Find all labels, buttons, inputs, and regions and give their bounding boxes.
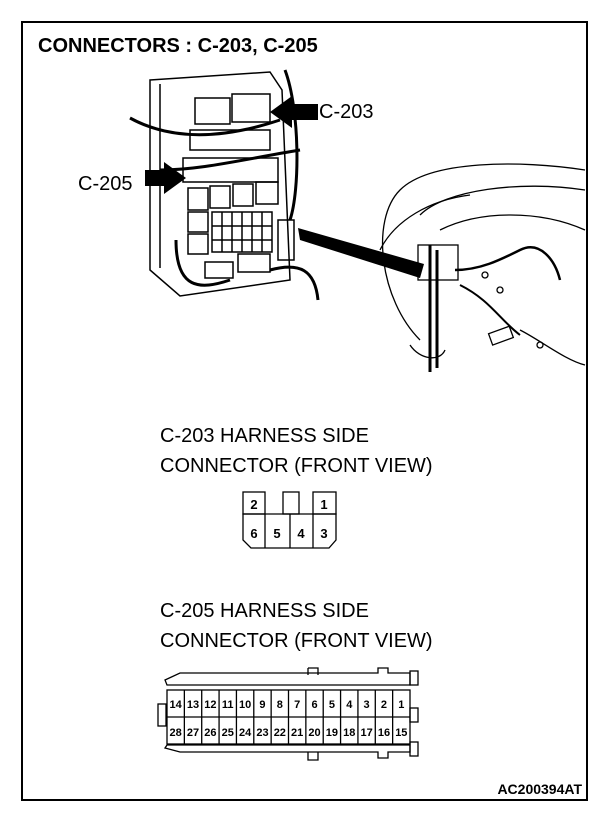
c203-pin: 4 bbox=[297, 526, 305, 541]
c205-pin: 22 bbox=[274, 727, 286, 739]
c205-pin: 14 bbox=[170, 699, 183, 711]
c205-pin: 26 bbox=[204, 727, 216, 739]
c205-pin: 12 bbox=[204, 699, 216, 711]
c205-pin: 27 bbox=[187, 727, 199, 739]
c205-pin: 8 bbox=[277, 699, 283, 711]
c205-pin: 1 bbox=[398, 699, 404, 711]
frame bbox=[21, 21, 588, 801]
c205-pin: 20 bbox=[308, 727, 320, 739]
leader-wedge bbox=[298, 228, 424, 278]
arrow-c205-icon bbox=[145, 162, 186, 194]
c205-pin: 21 bbox=[291, 727, 303, 739]
c205-pin: 28 bbox=[170, 727, 182, 739]
c205-pin: 15 bbox=[395, 727, 407, 739]
c205-pin: 13 bbox=[187, 699, 199, 711]
c205-pin: 16 bbox=[378, 727, 390, 739]
c205-pin: 25 bbox=[222, 727, 234, 739]
c205-pin-labels: 1428132712261125102492382272162051941831… bbox=[170, 699, 408, 739]
c205-heading-line1: C-205 HARNESS SIDE bbox=[160, 600, 369, 622]
c205-pin: 23 bbox=[256, 727, 268, 739]
c203-pin: 1 bbox=[320, 497, 327, 512]
c205-pin: 3 bbox=[364, 699, 370, 711]
c205-pin: 24 bbox=[239, 727, 252, 739]
figure-code: AC200394AT bbox=[497, 781, 582, 797]
arrow-c203-icon bbox=[270, 96, 318, 128]
c203-pin: 6 bbox=[250, 526, 257, 541]
c205-pin: 6 bbox=[311, 699, 317, 711]
c205-pin: 17 bbox=[360, 727, 372, 739]
c203-heading-line1: C-203 HARNESS SIDE bbox=[160, 425, 369, 447]
c205-pin: 18 bbox=[343, 727, 355, 739]
dashboard-illustration bbox=[379, 163, 586, 372]
c205-pin: 11 bbox=[222, 699, 234, 711]
c205-pin: 9 bbox=[259, 699, 265, 711]
c205-pin: 10 bbox=[239, 699, 251, 711]
c205-connector bbox=[157, 667, 419, 761]
c205-heading-line2: CONNECTOR (FRONT VIEW) bbox=[160, 630, 433, 652]
c203-heading-line2: CONNECTOR (FRONT VIEW) bbox=[160, 455, 433, 477]
c205-pin: 2 bbox=[381, 699, 387, 711]
c205-pin: 7 bbox=[294, 699, 300, 711]
label-c203: C-203 bbox=[319, 101, 373, 123]
c205-pin: 19 bbox=[326, 727, 338, 739]
c203-pin: 2 bbox=[250, 497, 257, 512]
c205-pin: 5 bbox=[329, 699, 335, 711]
title: CONNECTORS : C-203, C-205 bbox=[38, 35, 318, 57]
label-c205: C-205 bbox=[78, 173, 132, 195]
c203-connector bbox=[242, 491, 337, 549]
c203-pin: 5 bbox=[273, 526, 280, 541]
c203-pin: 3 bbox=[320, 526, 327, 541]
c205-pin: 4 bbox=[346, 699, 353, 711]
